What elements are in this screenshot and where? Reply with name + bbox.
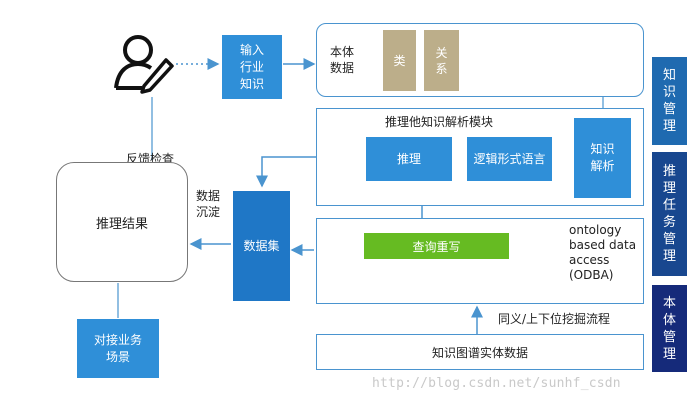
ontology-data-box (316, 23, 644, 97)
input-knowledge-box: 输入 行业 知识 (222, 35, 282, 99)
data-deposit-label: 数据 沉淀 (196, 189, 221, 219)
relation-box: 关 系 (424, 30, 459, 91)
watermark: http://blog.csdn.net/sunhf_csdn (372, 376, 621, 391)
business-scenario-box: 对接业务 场景 (77, 319, 159, 378)
class-box: 类 (383, 30, 416, 91)
kg-entity-box: 知识图谱实体数据 (316, 334, 644, 370)
logic-language-box: 逻辑形式语言 (467, 137, 552, 181)
mining-flow-label: 同义/上下位挖掘流程 (498, 312, 611, 326)
ontology-data-label: 本体 数据 (330, 45, 355, 75)
odba-panel (316, 218, 644, 304)
dataset-box: 数据集 (233, 191, 290, 301)
user-icon (110, 30, 174, 94)
reasoning-box: 推理 (366, 137, 452, 181)
sidebar-ontology-mgmt: 本 体 管 理 (652, 285, 687, 372)
sidebar-knowledge-mgmt: 知 识 管 理 (652, 57, 687, 145)
reasoning-result-box: 推理结果 (56, 162, 188, 282)
odba-label: ontology based data access (ODBA) (569, 223, 637, 282)
knowledge-parsing-box: 知识 解析 (574, 118, 631, 198)
sidebar-task-mgmt: 推 理 任 务 管 理 (652, 152, 687, 276)
query-rewrite-box: 查询重写 (364, 233, 509, 259)
module-title: 推理他知识解析模块 (385, 115, 494, 129)
